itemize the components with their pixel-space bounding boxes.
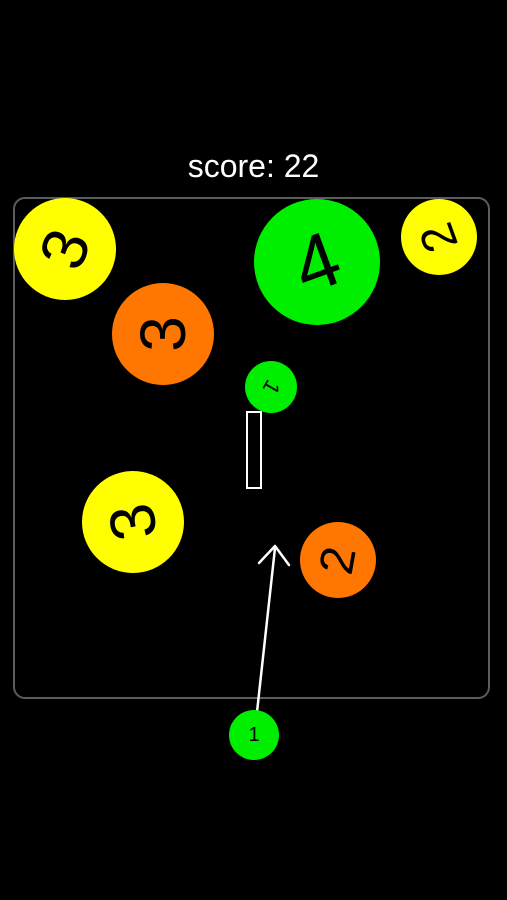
launcher-ball[interactable]: 1 <box>229 710 279 760</box>
ball-orange-3: 3 <box>112 283 214 385</box>
ball-yellow-3-bottom: 3 <box>82 471 184 573</box>
ball-green-4: 4 <box>254 199 380 325</box>
ball-yellow-2-top-right: 2 <box>401 199 477 275</box>
game-arena[interactable] <box>13 197 490 699</box>
ball-green-1-small: 1 <box>245 361 297 413</box>
paddle <box>246 411 262 489</box>
ball-orange-2: 2 <box>300 522 376 598</box>
launcher-number: 1 <box>248 723 260 746</box>
ball-yellow-3-top-left: 3 <box>14 198 116 300</box>
score-label: score: 22 <box>187 148 320 184</box>
